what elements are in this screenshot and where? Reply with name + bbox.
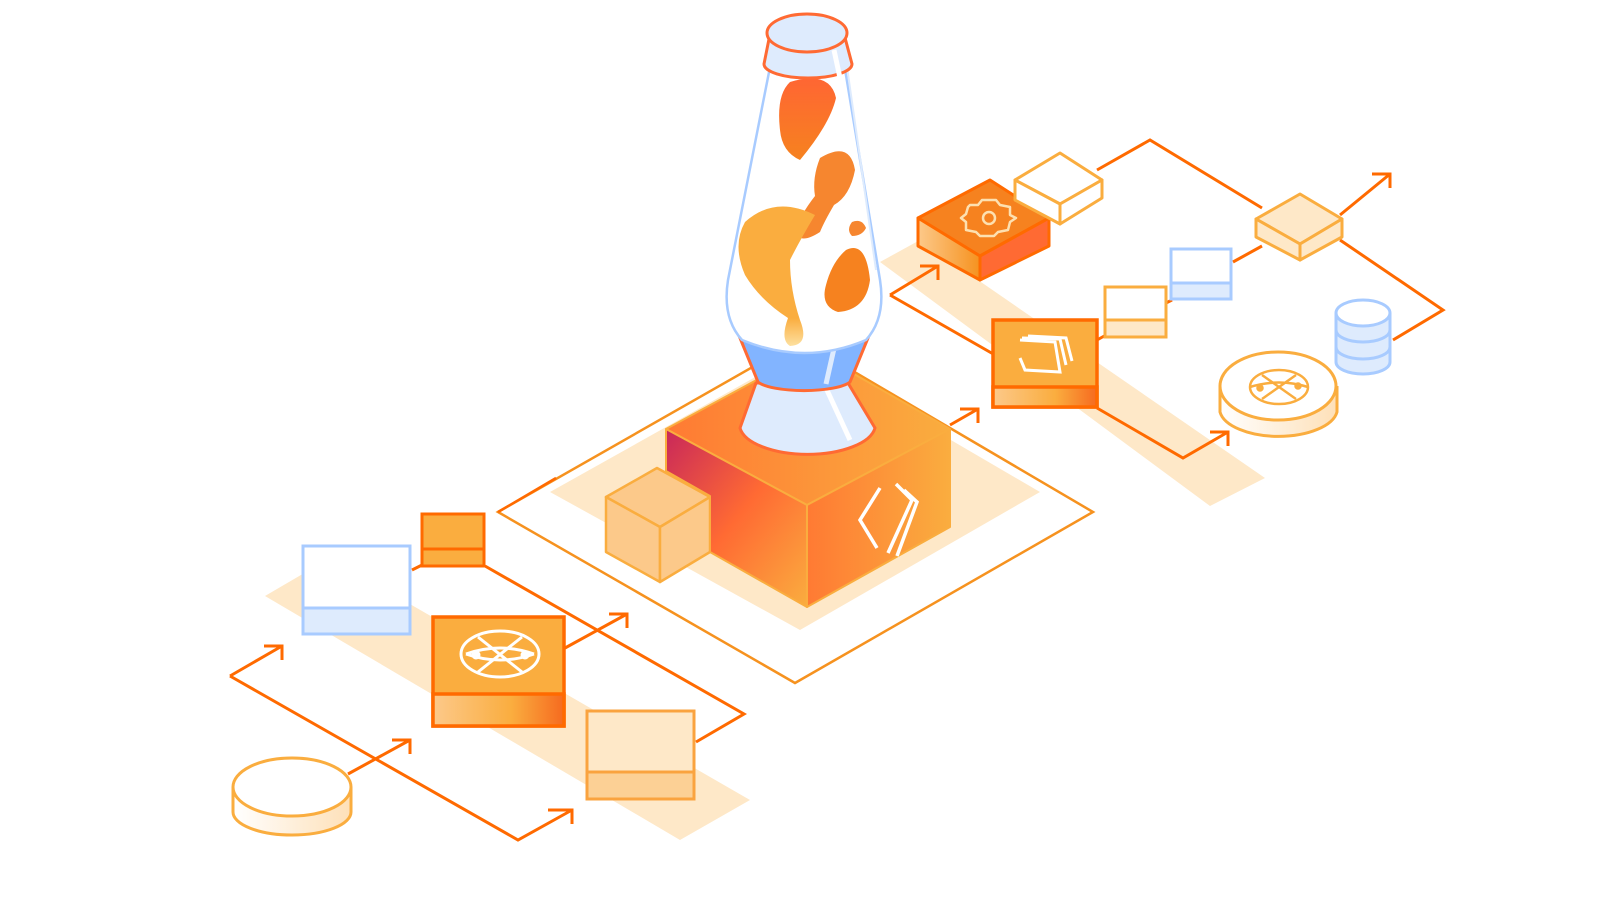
small-cube: [604, 466, 712, 584]
globe-icon: [1248, 368, 1310, 406]
workers-icon: [857, 482, 920, 557]
globe-disk: [1218, 350, 1339, 438]
outline-cube-peach: [1254, 192, 1344, 262]
blue-box-right: [1169, 247, 1233, 301]
connection-lines: [229, 138, 1446, 842]
globe-box: [431, 615, 566, 728]
peach-box: [585, 709, 696, 801]
pages-icon: [1018, 334, 1074, 374]
database: [1334, 298, 1392, 376]
outline-cube-white: [1013, 151, 1104, 226]
lava-blob: [849, 220, 866, 236]
lava-blob: [824, 248, 870, 312]
pages-box: [991, 318, 1099, 409]
gear-icon: [959, 198, 1018, 238]
small-orange-box: [420, 512, 486, 568]
lava-blob: [738, 206, 815, 346]
platform-outline: [495, 338, 1096, 685]
lava-lamp: [725, 12, 883, 456]
blue-box-left: [301, 544, 412, 636]
globe-icon: [459, 629, 541, 679]
storage-disk-left: [231, 756, 353, 837]
lava-blob: [779, 78, 836, 160]
small-peach-box: [1103, 285, 1168, 339]
